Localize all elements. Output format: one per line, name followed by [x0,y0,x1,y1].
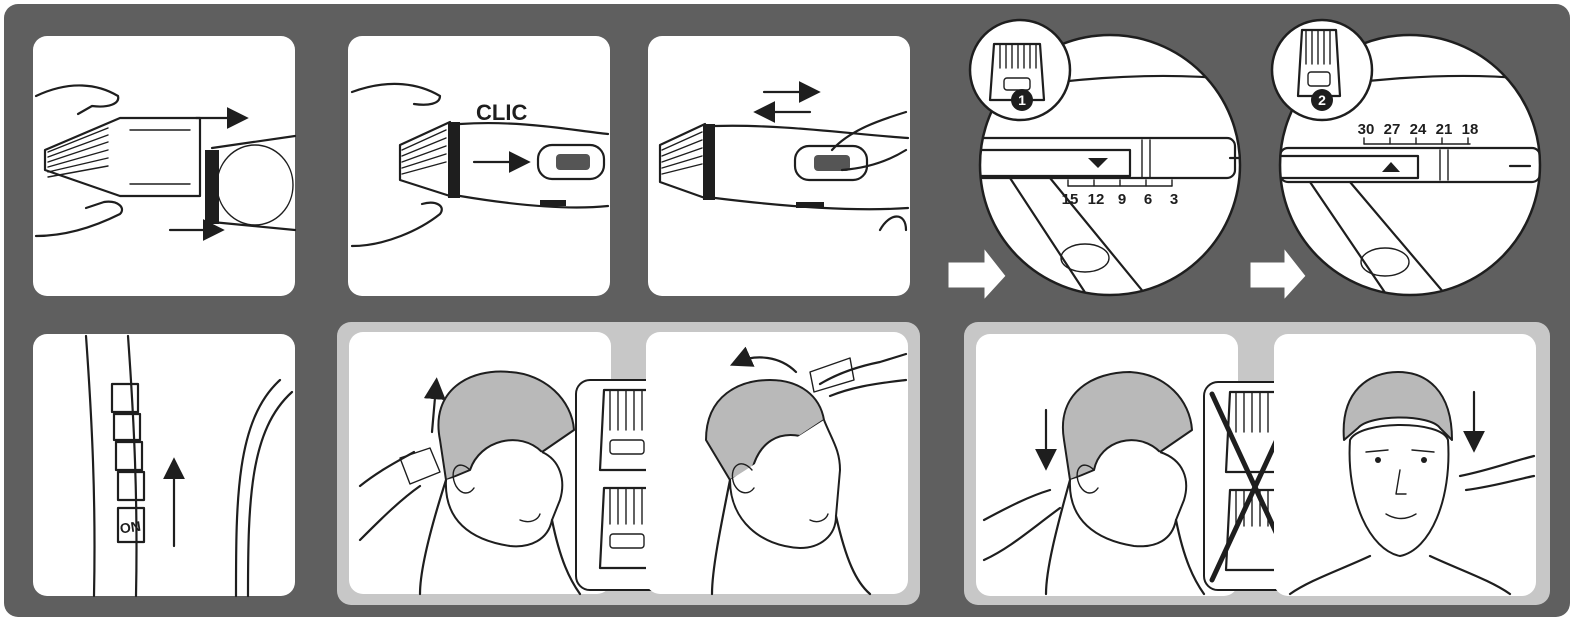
scale-1-tick-0: 15 [1062,191,1079,208]
scale-2-tick-3: 21 [1436,121,1453,138]
scale-1-tick-4: 3 [1170,191,1178,208]
step-slide-adjust-panel [648,36,910,296]
scale-2-tick-4: 18 [1462,121,1479,138]
trim-back-panel [349,332,611,594]
step-attach-comb-panel [33,36,295,296]
comb-2-number: 2 [1318,92,1326,108]
sideburn-trim-panel [1274,334,1536,596]
on-label: ON [119,518,142,537]
scale-2-tick-1: 27 [1384,121,1401,138]
scale-1-tick-1: 12 [1088,191,1105,208]
comb-1-number: 1 [1018,92,1026,108]
scale-1-tick-3: 6 [1144,191,1152,208]
comb-1-badge-icon: 1 [970,20,1070,120]
clic-label: CLIC [476,100,527,125]
step-power-on-panel: ON [33,334,295,596]
trim-with-comb-group [337,322,920,605]
comb-2-badge-icon: 2 [1272,20,1372,120]
scale-2-tick-0: 30 [1358,121,1375,138]
step-clic-panel: CLIC [348,36,610,296]
trim-without-comb-group [964,322,1550,605]
neckline-trim-panel [976,334,1238,596]
scale-1-tick-2: 9 [1118,191,1126,208]
trim-side-panel [646,332,908,594]
scale-2-tick-2: 24 [1410,121,1427,138]
